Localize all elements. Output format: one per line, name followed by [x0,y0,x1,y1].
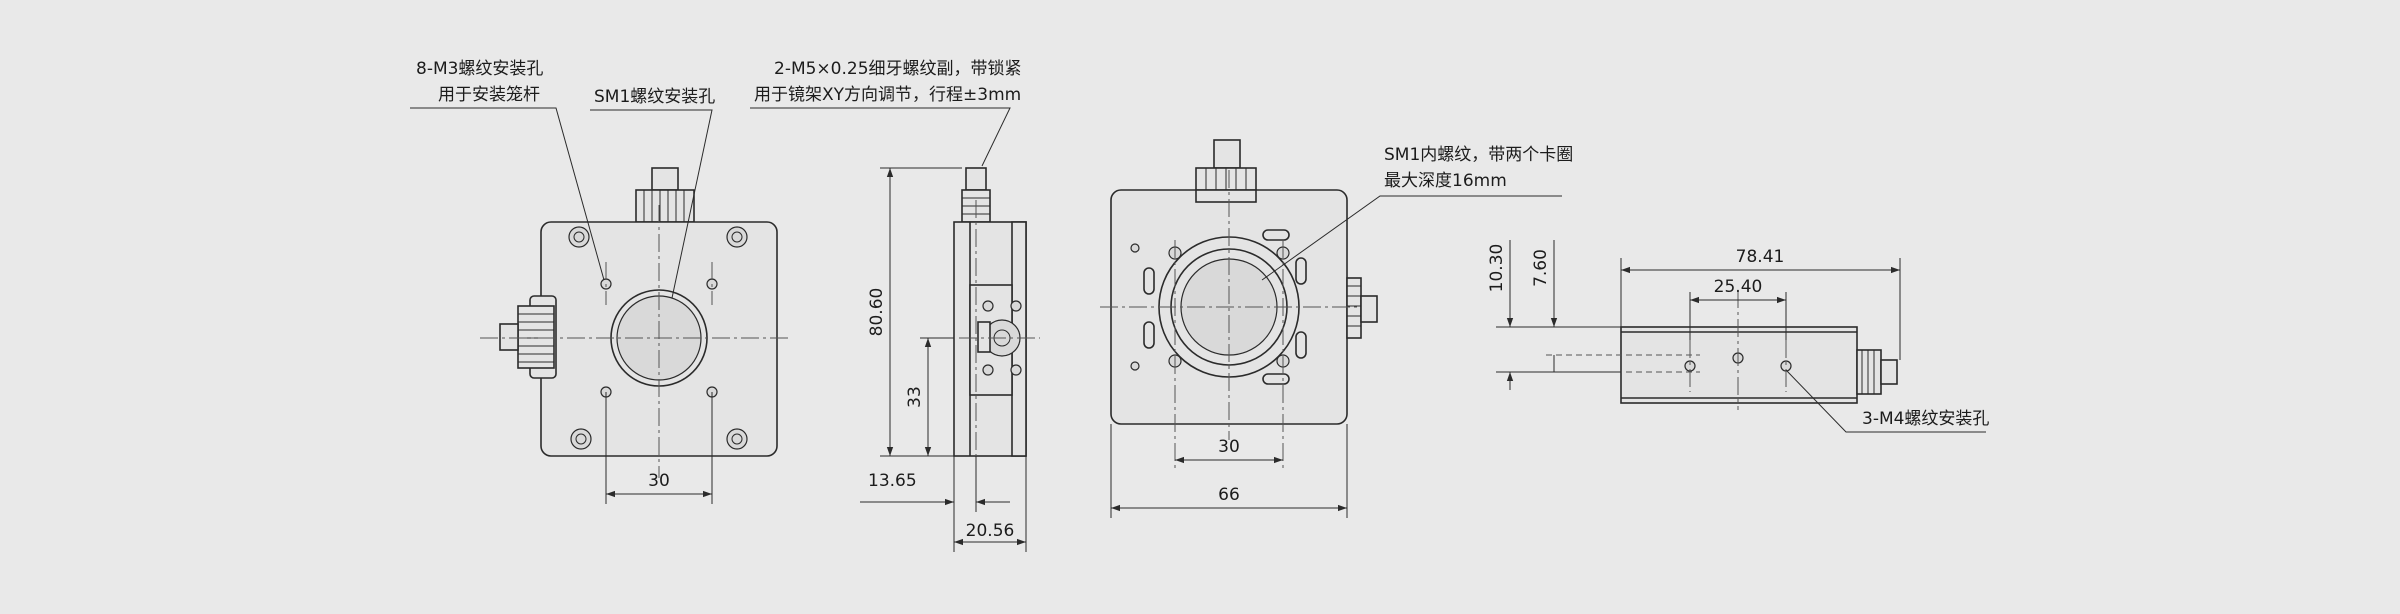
label-sm1-inner-line2: 最大深度16mm [1384,171,1507,191]
dim-front-width: 30 [648,471,670,491]
dim-side-depth: 20.56 [966,521,1015,541]
front-corner-screws [568,226,748,450]
top-view: 78.41 25.40 10.30 7.60 3-M4螺纹安装孔 [1487,240,1989,433]
dim-side-offset: 13.65 [868,471,917,491]
rear-side-knob [1346,277,1362,339]
side-view: 80.60 33 13.65 20.56 2-M5×0.25细牙螺纹副，带锁紧 … [750,59,1040,552]
leader-sm1-mount [590,109,713,299]
top-body [1620,326,1858,404]
label-sm1-mount: SM1螺纹安装孔 [594,87,715,107]
side-adjuster-stub [977,321,991,353]
leader-m3-holes [410,107,605,281]
leader-m5 [750,107,1011,167]
dim-side-height: 80.60 [867,288,887,337]
rear-side-knob-cap [1360,295,1378,323]
side-top-adjuster-cap [965,167,987,191]
dim-rear-width: 30 [1218,437,1240,457]
top-knob [1856,349,1882,395]
label-m5-line2: 用于镜架XY方向调节，行程±3mm [754,85,1021,105]
label-m3-holes-line2: 用于安装笼杆 [438,85,540,105]
dim-top-length: 78.41 [1736,247,1785,267]
front-side-knob-cap [499,323,519,351]
dim-top-height1: 10.30 [1487,244,1507,293]
top-knob-cap [1880,359,1898,385]
dim-rear-overall: 66 [1218,485,1240,505]
leader-sm1-inner [1261,195,1562,281]
front-top-knob [635,189,695,223]
rear-slot-clips [1143,229,1307,385]
dim-top-height2: 7.60 [1531,249,1551,287]
dim-top-spacing: 25.40 [1714,277,1763,297]
front-top-knob-cap [651,167,679,191]
front-side-knob [517,305,555,369]
leader-m4-holes [1785,369,1986,433]
label-m4-holes: 3-M4螺纹安装孔 [1862,409,1989,429]
dim-side-center: 33 [905,386,925,408]
rear-top-knob-cap [1213,139,1241,169]
label-m5-line1: 2-M5×0.25细牙螺纹副，带锁紧 [774,59,1022,79]
label-sm1-inner-line1: SM1内螺纹，带两个卡圈 [1384,145,1573,165]
rear-view: 30 66 SM1内螺纹，带两个卡圈 最大深度16mm [1100,139,1573,518]
front-view: 30 8-M3螺纹安装孔 用于安装笼杆 SM1螺纹安装孔 [410,59,790,504]
label-m3-holes-line1: 8-M3螺纹安装孔 [416,59,543,79]
